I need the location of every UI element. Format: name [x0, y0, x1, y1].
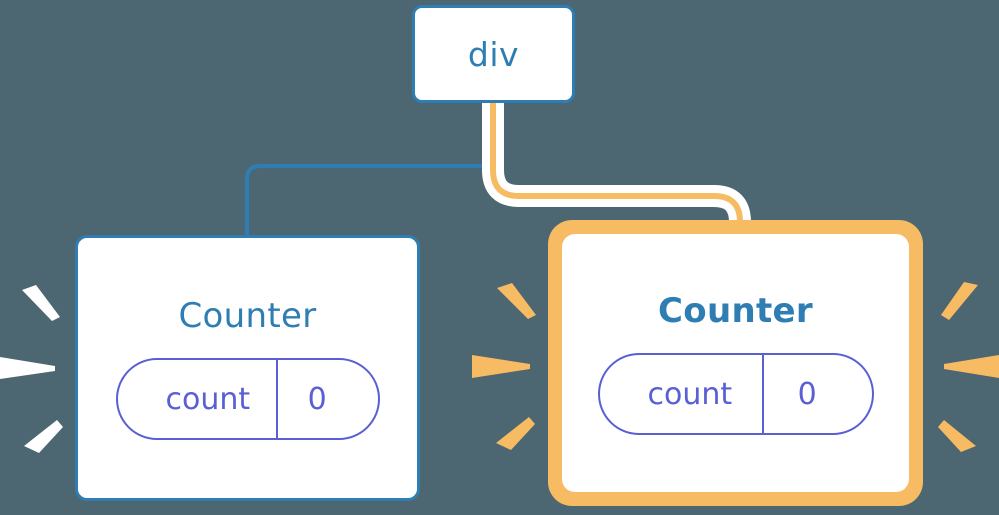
spark-amber-right-upper-icon [941, 282, 978, 320]
state-key-counter-left: count [165, 381, 251, 417]
spark-amber-left-upper-icon [497, 283, 536, 319]
state-pill-counter-left: count 0 [115, 358, 380, 440]
spark-amber-right-middle-icon [944, 355, 999, 378]
spark-amber-left-lower-icon [496, 417, 535, 450]
spark-group-counter-right-left [472, 283, 536, 450]
spark-group-counter-left [0, 285, 63, 453]
node-counter-right-label: Counter [658, 291, 813, 331]
spark-white-middle-icon [0, 357, 55, 379]
spark-amber-left-middle-icon [472, 355, 530, 378]
node-counter-left-label: Counter [178, 296, 317, 336]
edge-root-to-counter-left [245, 103, 495, 235]
spark-group-counter-right-right [938, 282, 999, 452]
node-div-label: div [467, 34, 520, 74]
spark-amber-right-lower-icon [938, 420, 976, 452]
spark-white-upper-icon [22, 285, 60, 321]
node-counter-left[interactable]: Counter count 0 [75, 235, 420, 501]
state-value-counter-left: 0 [276, 360, 370, 438]
node-counter-right-card: Counter count 0 [562, 234, 909, 492]
node-counter-right[interactable]: Counter count 0 [548, 220, 923, 506]
state-key-counter-right: count [647, 376, 733, 412]
state-value-counter-right: 0 [762, 355, 862, 433]
spark-white-lower-icon [24, 420, 63, 453]
node-div[interactable]: div [412, 5, 575, 103]
state-pill-counter-right: count 0 [597, 353, 874, 435]
